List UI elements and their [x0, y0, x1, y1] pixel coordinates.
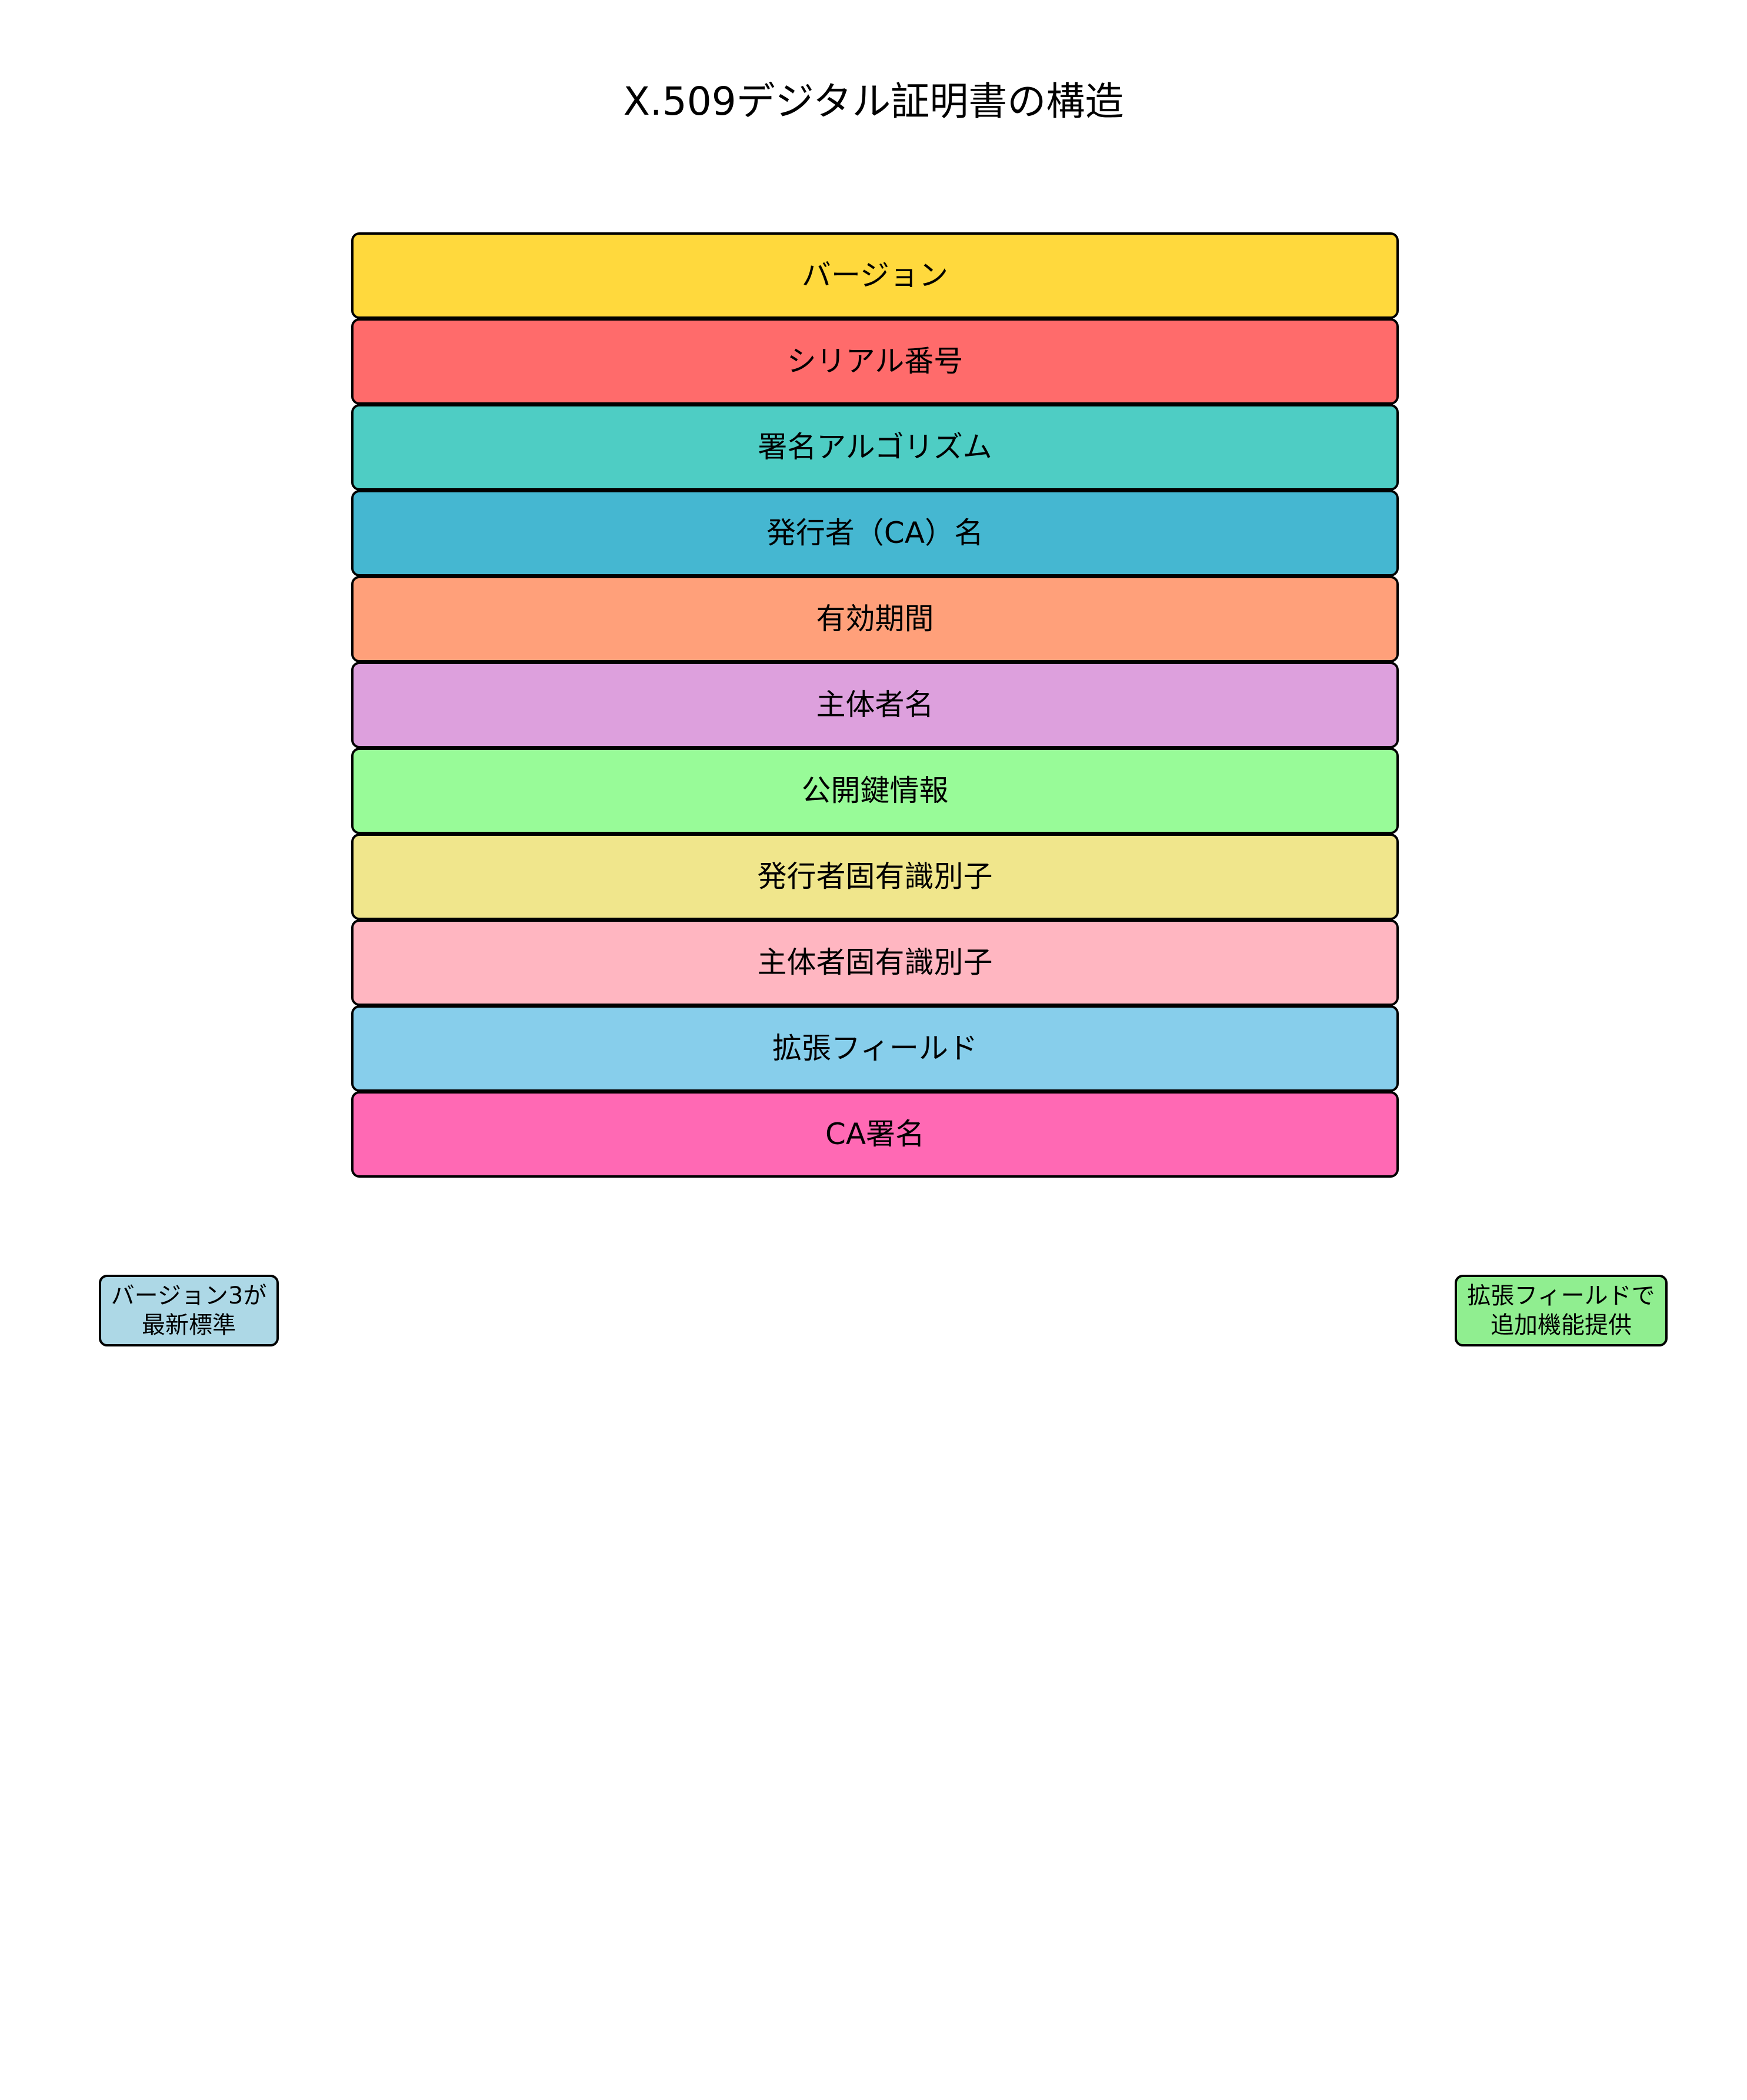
field-public-key-info: 公開鍵情報 [351, 748, 1399, 834]
field-validity-period: 有効期間 [351, 576, 1399, 662]
field-issuer-name: 発行者（CA）名 [351, 490, 1399, 576]
field-subject-name: 主体者名 [351, 662, 1399, 748]
field-issuer-unique-id: 発行者固有識別子 [351, 834, 1399, 920]
note-extensions: 拡張フィールドで 追加機能提供 [1455, 1275, 1668, 1346]
note-version-3: バージョン3が 最新標準 [99, 1275, 279, 1346]
field-version: バージョン [351, 232, 1399, 319]
field-serial-number: シリアル番号 [351, 318, 1399, 405]
certificate-field-stack: バージョン シリアル番号 署名アルゴリズム 発行者（CA）名 有効期間 主体者名… [351, 232, 1399, 1178]
field-signature-algorithm: 署名アルゴリズム [351, 404, 1399, 491]
field-subject-unique-id: 主体者固有識別子 [351, 919, 1399, 1006]
diagram-title: X.509デジタル証明書の構造 [623, 79, 1124, 124]
field-ca-signature: CA署名 [351, 1091, 1399, 1178]
field-extensions: 拡張フィールド [351, 1005, 1399, 1092]
